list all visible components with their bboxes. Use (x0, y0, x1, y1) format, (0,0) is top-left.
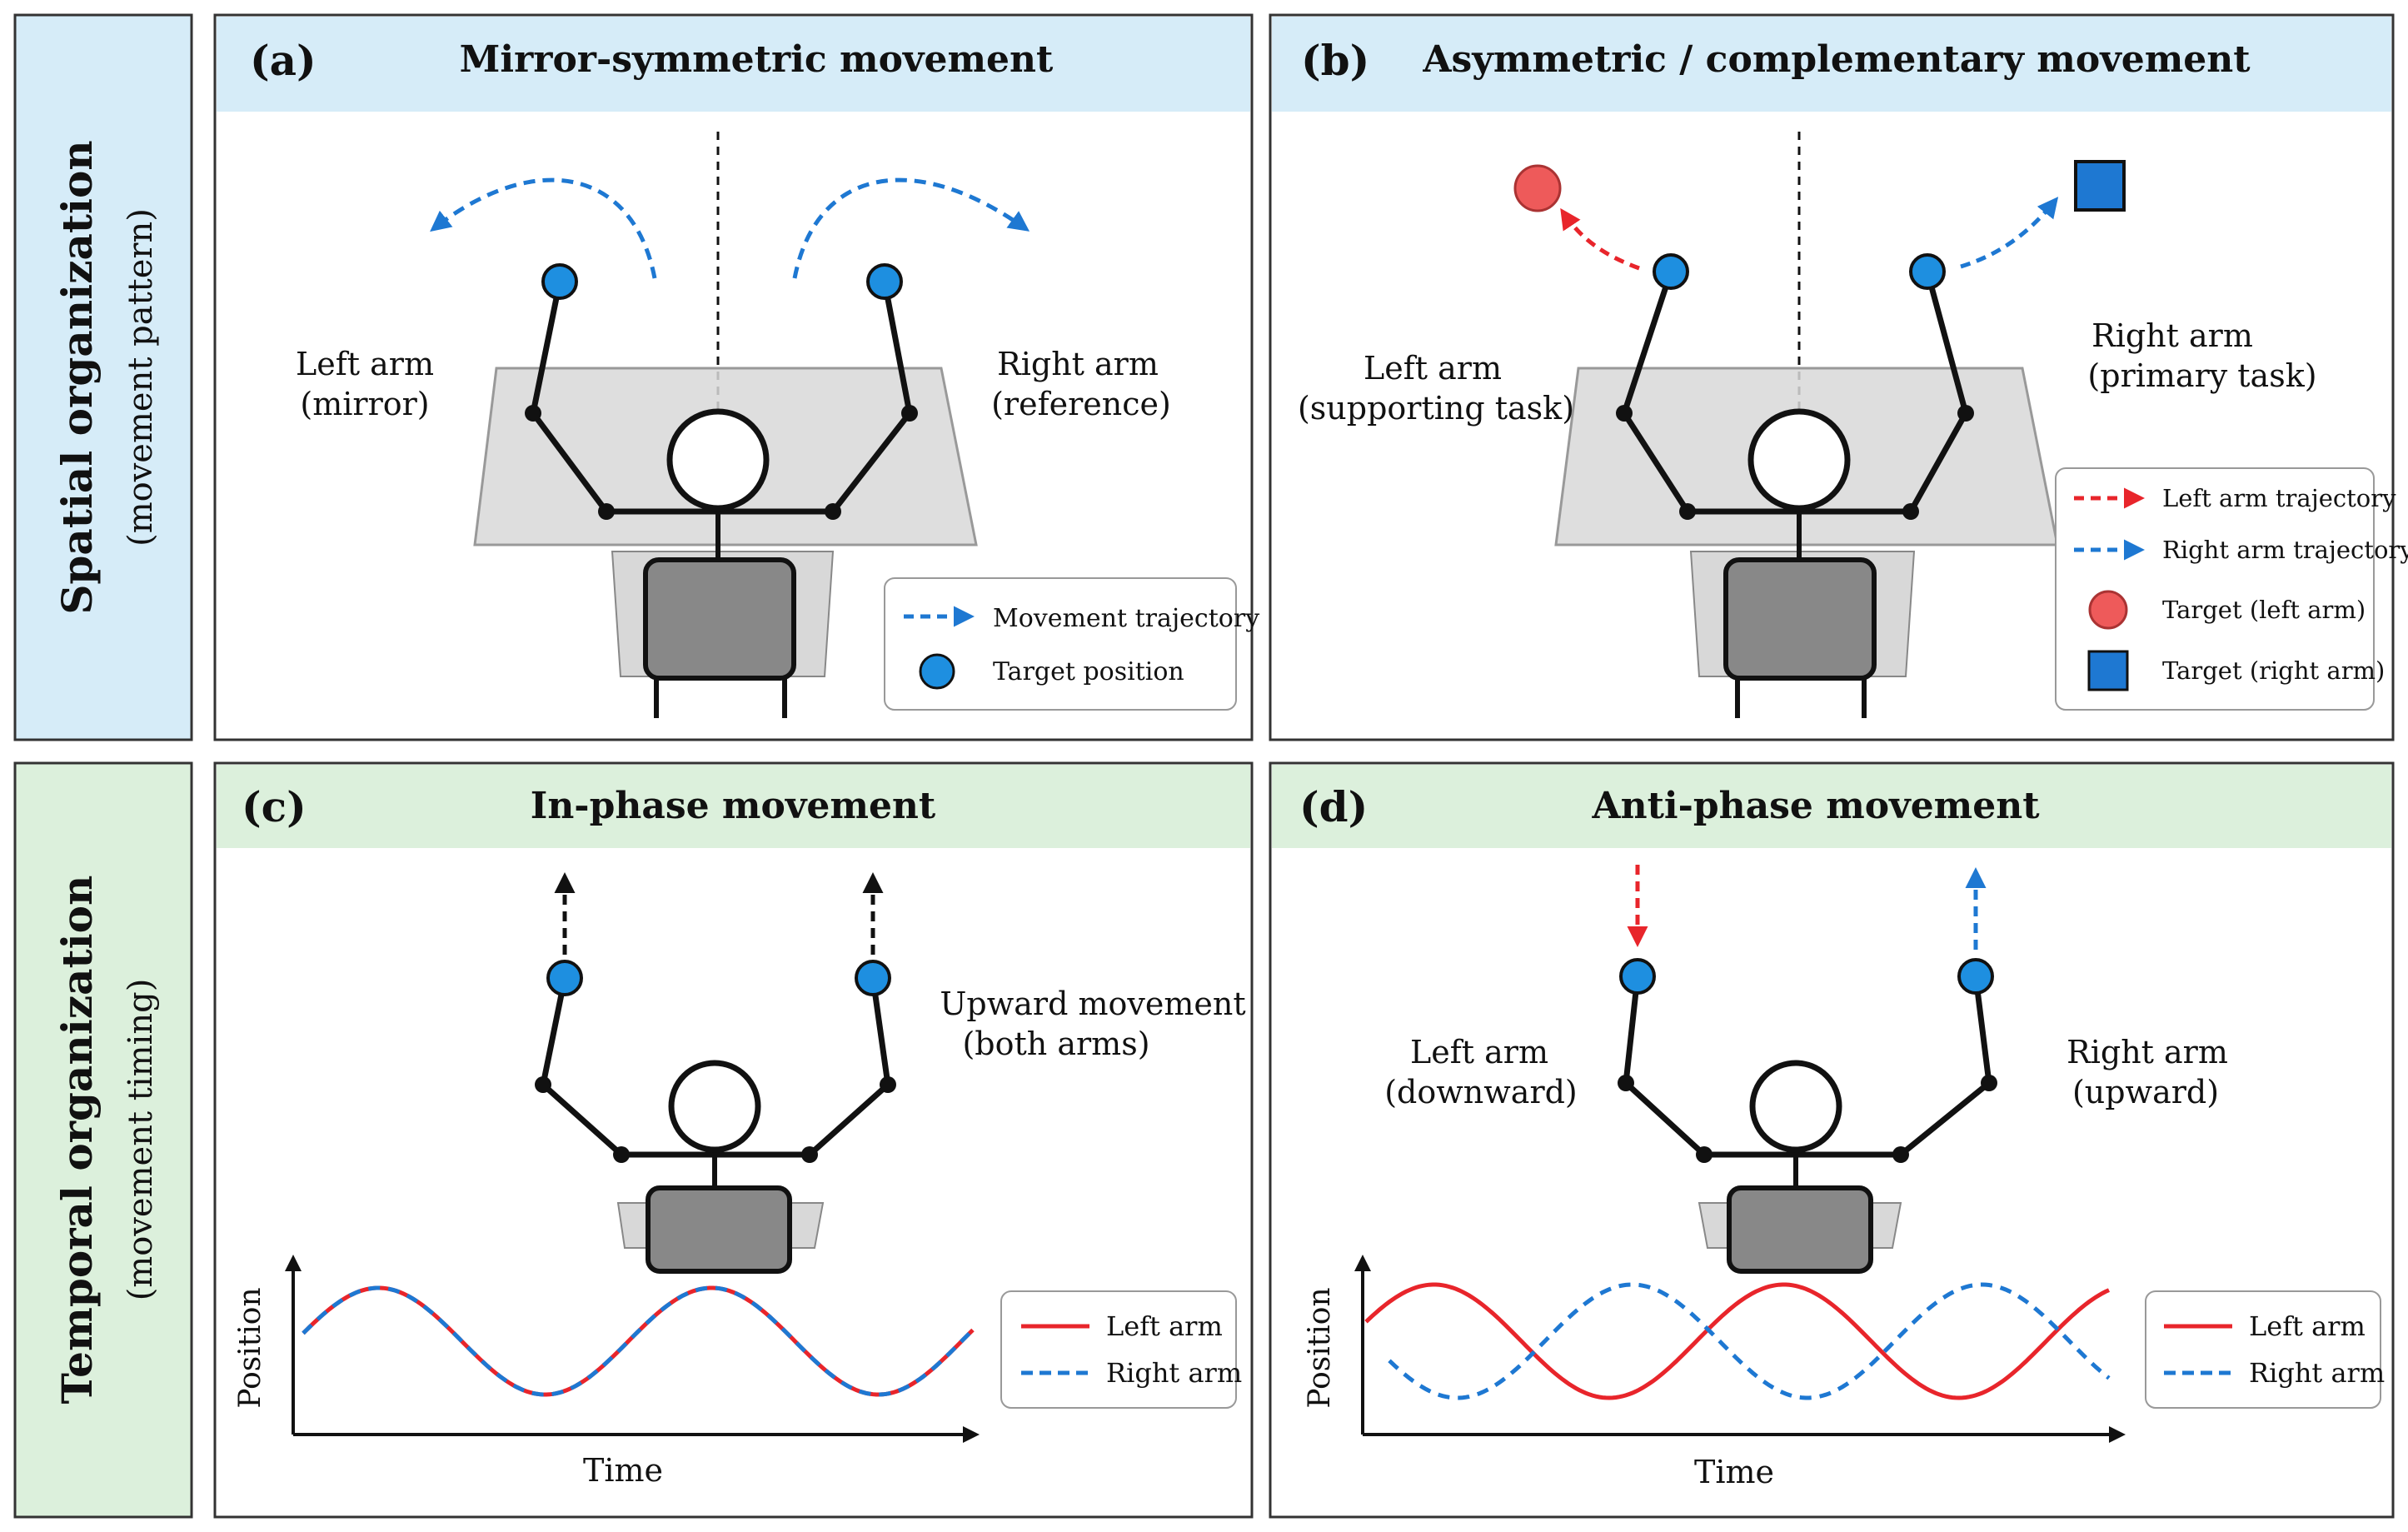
panel-a-left-label-2: (mirror) (300, 386, 429, 422)
panel-c-legend: Left arm Right arm (1000, 1290, 1242, 1409)
target-right-arm (2074, 160, 2126, 212)
person-torso (1727, 1185, 1873, 1274)
target-left-hand (541, 263, 578, 300)
panel-d-left-label-2: (downward) (1384, 1074, 1578, 1110)
target-left-arm (1513, 164, 1562, 212)
panel-c-chart: Position Time (233, 1255, 980, 1489)
panel-c-title: In-phase movement (531, 785, 936, 827)
row-label-temporal: Temporal organization (movement timing) (13, 761, 193, 1519)
panel-c-letter: (c) (242, 782, 307, 831)
panel-b-left-label-2: (supporting task) (1298, 390, 1574, 427)
panel-d-chart: Position Time (1303, 1255, 2126, 1490)
legend-left-arm: Left arm (1106, 1310, 1223, 1342)
panel-d-legend: Left arm Right arm (2145, 1290, 2385, 1409)
head (1747, 408, 1851, 511)
panel-c-note-2: (both arms) (962, 1025, 1149, 1062)
panel-b-right-label-1: Right arm (2091, 317, 2253, 354)
panel-b-letter: (b) (1301, 36, 1369, 85)
panel-a-letter: (a) (250, 36, 317, 85)
legend-movement-trajectory: Movement trajectory (993, 604, 1259, 633)
panel-d-title: Anti-phase movement (1591, 785, 2040, 827)
panel-c-note-1: Upward movement (940, 986, 1245, 1022)
left-hand (1619, 958, 1656, 995)
legend-target-right-arm: Target (right arm) (2162, 656, 2385, 685)
row-label-spatial: Spatial organization (movement pattern) (13, 13, 193, 741)
person-torso (1723, 557, 1877, 681)
row-title-temporal: Temporal organization (52, 876, 102, 1405)
legend-right-arm-trajectory: Right arm trajectory (2162, 536, 2408, 564)
right-hand (855, 960, 891, 996)
right-hand (1909, 253, 1946, 290)
panel-d-letter: (d) (1299, 782, 1368, 831)
panel-d: (d) Anti-phase movement Left arm (downwa… (1269, 761, 2395, 1519)
left-trajectory-arrow (1560, 207, 1640, 271)
panel-c: (c) In-phase movement Upward movement (b… (213, 761, 1254, 1519)
panel-c-xlabel: Time (583, 1452, 663, 1489)
head (1749, 1060, 1842, 1153)
panel-b-right-label-2: (primary task) (2087, 357, 2316, 394)
panel-b-legend: Left arm trajectory Right arm trajectory… (2055, 467, 2408, 711)
panel-b-left-label-1: Left arm (1364, 350, 1502, 387)
panel-b: (b) Asymmetric / complementary movement … (1269, 13, 2408, 741)
panel-a-left-label-1: Left arm (296, 346, 434, 382)
panel-d-xlabel: Time (1694, 1454, 1774, 1490)
target-right-hand (866, 263, 903, 300)
legend-left-arm-trajectory: Left arm trajectory (2162, 484, 2396, 512)
legend-left-arm: Left arm (2249, 1310, 2366, 1342)
panel-d-left-label-1: Left arm (1410, 1034, 1548, 1070)
right-arm-curve (1388, 1282, 2111, 1400)
panel-a-right-label-2: (reference) (991, 386, 1171, 422)
panel-a-title: Mirror-symmetric movement (460, 38, 1054, 81)
legend-target-left-arm: Target (left arm) (2162, 596, 2366, 624)
right-trajectory-arrow (792, 177, 1030, 279)
row-subtitle-temporal: (movement timing) (122, 979, 160, 1301)
right-arm-curve (302, 1285, 975, 1397)
head (668, 1060, 761, 1153)
panel-d-right-label-1: Right arm (2066, 1034, 2228, 1070)
panel-d-right-label-2: (upward) (2072, 1074, 2219, 1110)
legend-right-arm: Right arm (1106, 1357, 1242, 1389)
row-subtitle-spatial: (movement pattern) (122, 208, 160, 546)
panel-b-title: Asymmetric / complementary movement (1422, 38, 2251, 81)
right-trajectory-arrow (1960, 197, 2059, 269)
panel-a-right-label-1: Right arm (997, 346, 1159, 382)
panel-c-ylabel: Position (233, 1287, 267, 1408)
row-title-spatial: Spatial organization (52, 140, 102, 614)
left-trajectory-arrow (430, 177, 657, 279)
right-hand (1957, 958, 1994, 995)
left-hand (546, 960, 583, 996)
person-torso (643, 557, 796, 681)
person-torso (646, 1185, 792, 1274)
legend-target-position: Target position (993, 657, 1184, 686)
left-hand (1653, 253, 1689, 290)
legend-right-arm: Right arm (2249, 1357, 2385, 1389)
left-arm-curve (1364, 1282, 2111, 1400)
head (666, 408, 770, 511)
panel-a: (a) Mirror-symmetric movement Left arm (… (213, 13, 1259, 741)
panel-d-ylabel: Position (1303, 1287, 1337, 1408)
panel-a-legend: Movement trajectory Target position (884, 577, 1259, 711)
